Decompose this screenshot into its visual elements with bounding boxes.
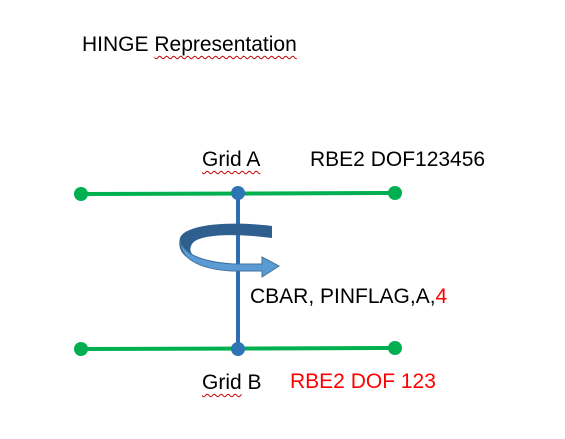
pinflag-value: 4 [435, 285, 448, 308]
cbar-pinflag-label: CBAR, PINFLAG,A,4 [250, 284, 447, 310]
bottom-rbe2-label: RBE2 DOF 123 [290, 370, 436, 393]
grid-b-letter: B [247, 371, 262, 394]
grid-b-label: Grid B [202, 370, 262, 396]
grid-a-label: Grid A [202, 147, 260, 173]
grid-b-word: Grid [202, 371, 242, 394]
grid-a-node [231, 186, 245, 200]
upper-left-node [74, 187, 88, 201]
rotation-arrow-icon [179, 223, 280, 278]
lower-right-node [388, 341, 402, 355]
upper-right-node [388, 186, 402, 200]
grid-a-text: Grid A [202, 148, 261, 171]
diagram-title: HINGE Representation [82, 32, 297, 58]
title-word-hinge: HINGE [82, 33, 149, 56]
rotation-arrow-front-band [179, 239, 280, 278]
title-word-representation: Representation [154, 33, 297, 56]
cbar-pinflag-text: CBAR, PINFLAG,A, [250, 285, 436, 308]
rotation-arrow-back-band [179, 223, 272, 258]
lower-left-node [74, 342, 88, 356]
top-rbe2-label: RBE2 DOF123456 [310, 148, 486, 171]
grid-b-node [231, 342, 245, 356]
